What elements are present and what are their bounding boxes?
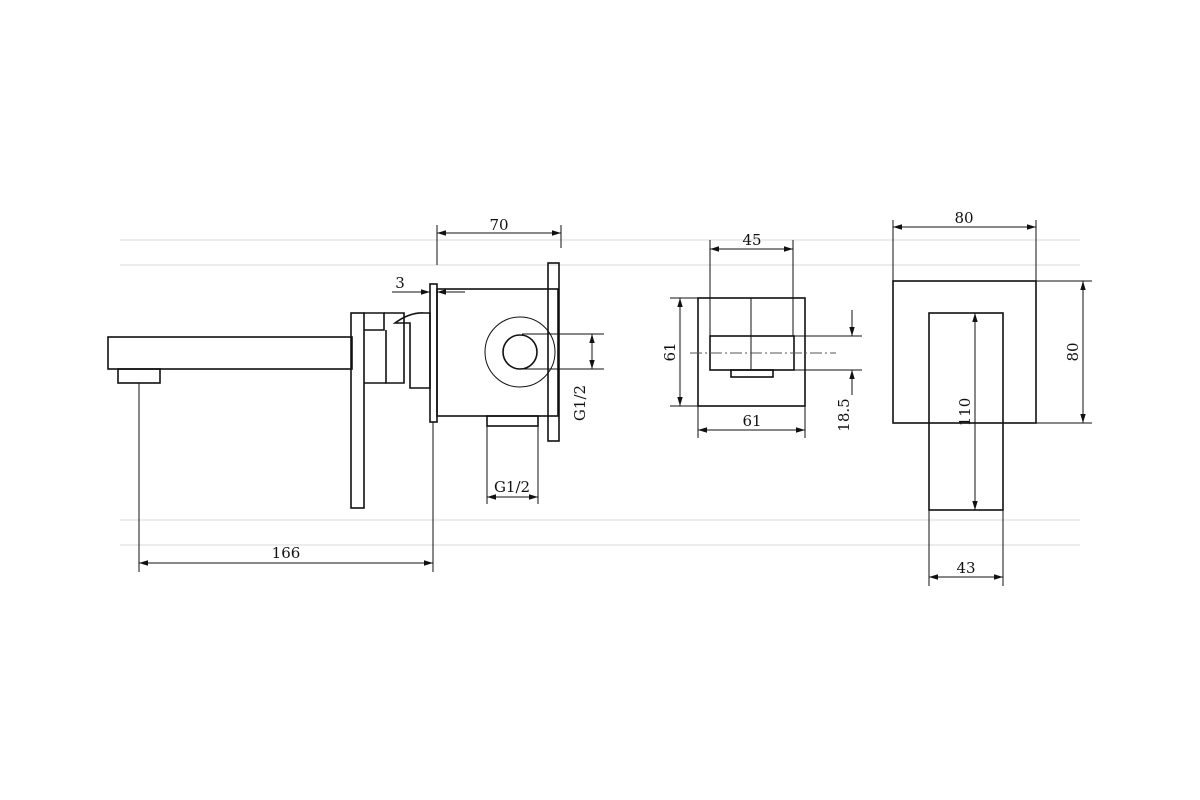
wall-plate xyxy=(892,280,1037,424)
dim-61-vertical: 61 xyxy=(661,297,698,407)
front-aerator xyxy=(730,369,774,378)
dim-45: 45 xyxy=(709,231,794,336)
dim-70: 70 xyxy=(436,216,562,265)
front-view: 45 61 61 18.5 xyxy=(661,231,862,438)
back-plate xyxy=(547,262,560,442)
dim-80-horizontal: 80 xyxy=(892,209,1037,281)
valve-body xyxy=(436,288,559,417)
side-view: 70 3 166 G1/2 G1/2 xyxy=(107,216,604,572)
dim-166: 166 xyxy=(138,383,434,572)
dim-70-label: 70 xyxy=(489,216,508,234)
dim-g12-side-label: G1/2 xyxy=(571,385,589,421)
flange-plate xyxy=(429,283,438,423)
dim-110-label: 110 xyxy=(956,398,974,427)
dim-g12-bottom: G1/2 xyxy=(486,426,539,504)
dim-45-label: 45 xyxy=(742,231,761,249)
dim-80-horizontal-label: 80 xyxy=(954,209,973,227)
plate-view: 80 80 110 43 xyxy=(892,209,1092,586)
dim-3-label: 3 xyxy=(395,274,405,292)
dim-61-horizontal-label: 61 xyxy=(742,412,761,430)
dim-18-5-label: 18.5 xyxy=(835,398,853,431)
bottom-inlet xyxy=(486,415,539,427)
dim-g12-side: G1/2 xyxy=(522,333,604,421)
handle-body xyxy=(928,312,1004,511)
dim-61-horizontal: 61 xyxy=(697,406,806,438)
dim-18-5: 18.5 xyxy=(794,310,862,432)
spout xyxy=(107,336,353,384)
dim-43-label: 43 xyxy=(956,559,975,577)
lever-handle xyxy=(350,312,405,509)
dim-3: 3 xyxy=(392,274,465,295)
cartridge-nut xyxy=(392,312,431,389)
dim-80-vertical-label: 80 xyxy=(1064,342,1082,361)
side-inlet xyxy=(484,316,556,388)
dim-80-vertical: 80 xyxy=(1036,280,1092,424)
background-construction-lines xyxy=(120,239,1080,546)
dim-g12-bottom-label: G1/2 xyxy=(494,478,530,496)
dim-61-vertical-label: 61 xyxy=(661,342,679,361)
dim-110: 110 xyxy=(956,313,978,510)
dim-166-label: 166 xyxy=(272,544,301,562)
dim-43: 43 xyxy=(928,510,1004,586)
